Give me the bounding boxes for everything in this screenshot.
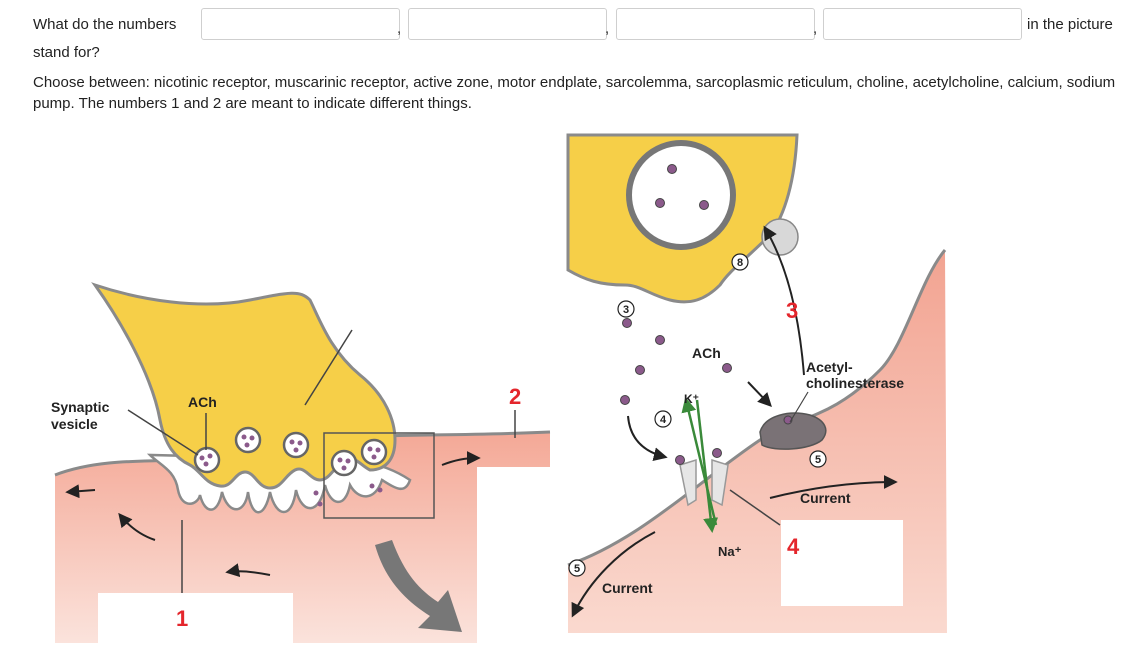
current-arrow-left-1 — [65, 484, 96, 499]
comma-2: , — [605, 20, 610, 37]
circle-4: 4 — [660, 414, 667, 426]
current-label-bottom: Current — [602, 580, 653, 596]
pointer-line-vesicle — [127, 409, 199, 456]
question-line: What do the numbers , , , in the picture — [33, 6, 1133, 46]
k-ion-arrow — [681, 397, 718, 526]
answer-cover-1 — [98, 593, 293, 643]
marker-1: 1 — [176, 606, 188, 631]
answer-input-1[interactable] — [201, 8, 400, 40]
acetylcholinesterase-label-1: Acetyl- — [806, 359, 853, 375]
circle-3: 3 — [623, 304, 629, 316]
circle-5-lower: 5 — [574, 563, 580, 575]
current-arrow-left-2 — [118, 512, 156, 541]
question-suffix: in the picture — [1027, 16, 1113, 33]
na-ion-arrow — [695, 399, 719, 533]
answer-cover-4 — [781, 520, 903, 606]
marker-3: 3 — [786, 298, 798, 323]
pointer-line-4 — [729, 489, 781, 526]
answer-input-4[interactable] — [823, 8, 1022, 40]
neuromuscular-junction-figure: Synaptic vesicle ACh 1 2 — [0, 120, 1133, 643]
nicotinic-receptor-channel — [675, 397, 729, 533]
answer-input-3[interactable] — [616, 8, 815, 40]
current-arrow-left-4 — [441, 451, 481, 466]
synaptic-vesicle-right — [626, 140, 736, 250]
ach-molecules — [620, 318, 732, 405]
answer-input-2[interactable] — [408, 8, 607, 40]
zoom-box — [323, 432, 435, 519]
current-arrow-left-3 — [225, 563, 271, 578]
right-panel: 8 3 4 5 5 ACh K⁺ Na⁺ Acetyl- cholinester… — [566, 133, 947, 633]
pointer-line-top — [304, 329, 353, 406]
current-arrow-right-top — [769, 475, 898, 499]
grey-vesicle — [761, 218, 799, 256]
circle-8: 8 — [737, 257, 743, 269]
question-prefix: What do the numbers — [33, 16, 177, 33]
comma-1: , — [397, 20, 402, 37]
choline-reuptake-arrow — [763, 225, 805, 376]
ach-label-right: ACh — [692, 345, 721, 361]
na-ion-label: Na⁺ — [718, 544, 742, 559]
acetylcholinesterase-enzyme — [759, 412, 827, 450]
acetylcholinesterase-label-2: cholinesterase — [806, 375, 904, 391]
ach-binding-arrow — [627, 415, 668, 462]
marker-4: 4 — [787, 534, 800, 559]
instructions-text: Choose between: nicotinic receptor, musc… — [33, 74, 1116, 112]
comma-3: , — [813, 20, 818, 37]
zoom-arrow — [375, 540, 462, 632]
ach-label-left: ACh — [188, 394, 217, 410]
answer-cover-2 — [477, 467, 552, 643]
synaptic-vesicle-label-2: vesicle — [51, 416, 98, 432]
figure-svg: Synaptic vesicle ACh 1 2 — [51, 133, 947, 643]
circle-5: 5 — [815, 454, 821, 466]
pointer-line-esterase — [789, 391, 809, 423]
ach-to-esterase-arrow — [747, 381, 772, 408]
current-arrow-right-bottom — [571, 531, 656, 618]
vesicles-left — [193, 426, 388, 507]
left-panel: Synaptic vesicle ACh 1 2 — [51, 282, 552, 643]
k-ion-label: K⁺ — [684, 392, 699, 406]
marker-2: 2 — [509, 384, 521, 409]
synaptic-vesicle-label-1: Synaptic — [51, 399, 110, 415]
question-second-line: stand for? — [33, 44, 100, 61]
current-label-right: Current — [800, 490, 851, 506]
